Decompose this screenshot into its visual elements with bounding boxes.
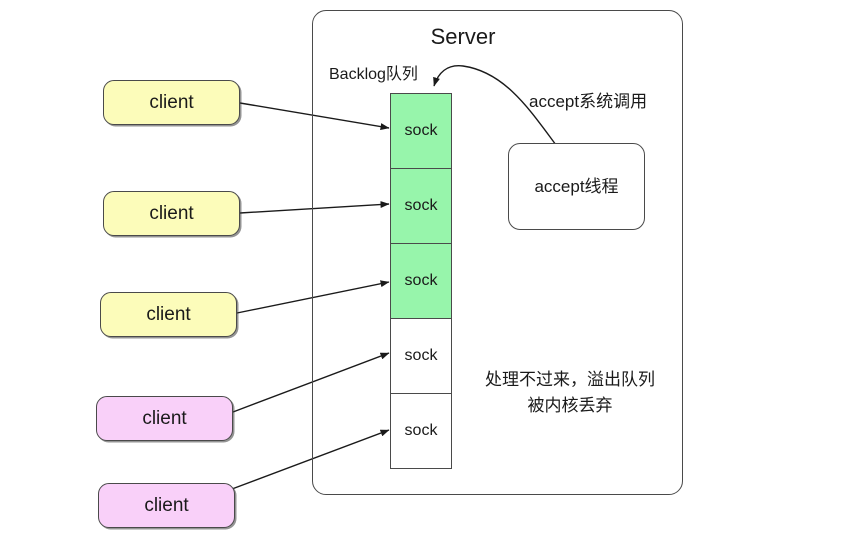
backlog-queue-label: Backlog队列 xyxy=(329,66,418,83)
client-label: client xyxy=(149,91,194,113)
queue-cell-sock-1[interactable]: sock xyxy=(390,93,452,169)
queue-cell-label: sock xyxy=(404,347,438,364)
connector-client-2-to-sock-2 xyxy=(239,201,390,214)
connector-accept-thread-to-queue xyxy=(433,65,557,146)
accept-syscall-label: accept系统调用 xyxy=(529,92,648,111)
client-label: client xyxy=(149,202,194,224)
client-box-2[interactable]: client xyxy=(103,191,240,236)
client-box-5[interactable]: client xyxy=(98,483,235,528)
connector-client-4-to-sock-4 xyxy=(232,352,390,413)
queue-cell-sock-5[interactable]: sock xyxy=(390,393,452,469)
client-label: client xyxy=(142,407,187,429)
accept-thread-label: accept线程 xyxy=(534,176,619,196)
overflow-note-line-1: 处理不过来，溢出队列 xyxy=(485,370,655,389)
queue-cell-label: sock xyxy=(404,422,438,439)
connector-client-3-to-sock-3 xyxy=(236,280,390,314)
client-label: client xyxy=(144,494,189,516)
connector-client-5-to-sock-5 xyxy=(231,429,390,490)
queue-cell-sock-2[interactable]: sock xyxy=(390,168,452,244)
client-box-3[interactable]: client xyxy=(100,292,237,337)
page-title: Server xyxy=(430,24,496,49)
server-panel xyxy=(312,10,683,495)
accept-thread-box[interactable]: accept线程 xyxy=(508,143,645,230)
overflow-note-line-2: 被内核丢弃 xyxy=(527,395,613,415)
queue-cell-sock-4[interactable]: sock xyxy=(390,318,452,394)
queue-cell-label: sock xyxy=(404,122,438,139)
queue-cell-label: sock xyxy=(404,272,438,289)
overflow-note: 处理不过来，溢出队列 被内核丢弃 xyxy=(455,367,685,418)
connector-client-1-to-sock-1 xyxy=(239,102,390,131)
queue-cell-sock-3[interactable]: sock xyxy=(390,243,452,319)
queue-cell-label: sock xyxy=(404,197,438,214)
client-label: client xyxy=(146,303,191,325)
client-box-1[interactable]: client xyxy=(103,80,240,125)
client-box-4[interactable]: client xyxy=(96,396,233,441)
